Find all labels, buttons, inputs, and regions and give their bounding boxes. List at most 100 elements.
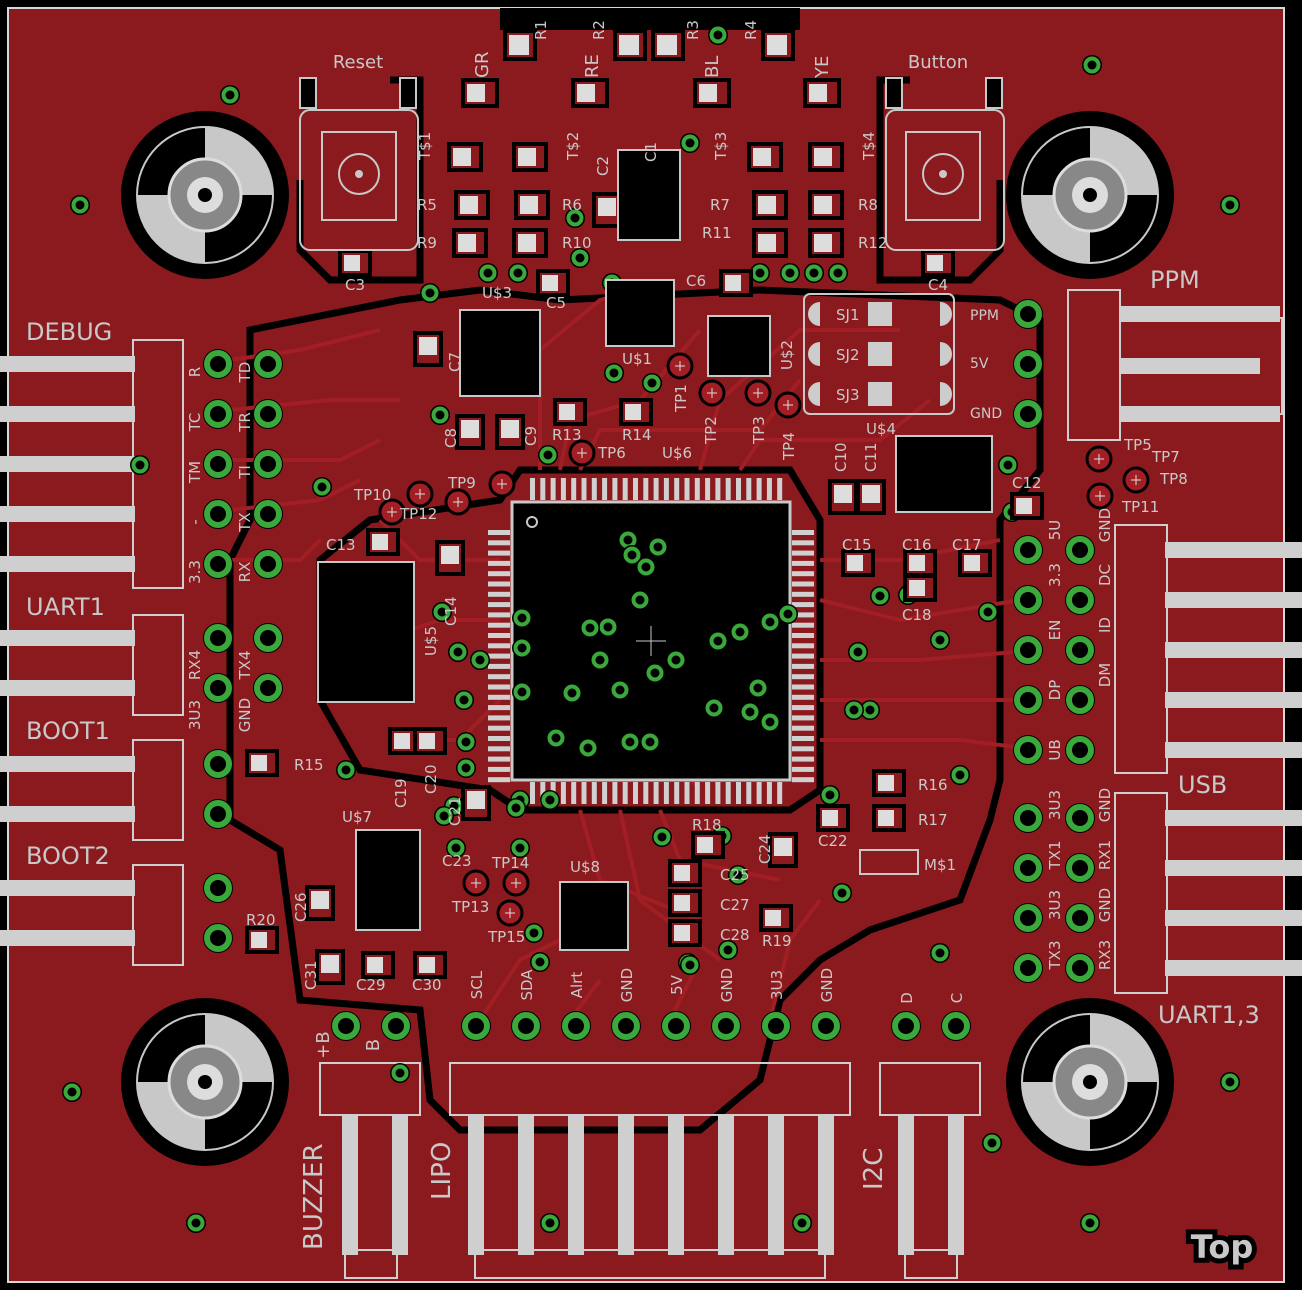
ref-u6: U$6: [662, 444, 692, 462]
smd-part: [512, 142, 548, 172]
usb-pin-label: ID: [1096, 617, 1114, 633]
via: [420, 283, 440, 303]
usb-label: USB: [1178, 771, 1227, 799]
ref-tp1: TP1: [672, 384, 690, 413]
ref-sj3: SJ3: [836, 386, 860, 404]
i2c-pin-label: D: [898, 992, 916, 1004]
ref-c18: C18: [902, 606, 932, 624]
smd-part: [413, 331, 443, 367]
smd-part: [315, 949, 345, 985]
via: [506, 798, 526, 818]
smd-part: [958, 549, 992, 577]
via: [832, 883, 852, 903]
smd-part: [816, 804, 850, 832]
mounting-hole: [121, 111, 289, 279]
via: [978, 602, 998, 622]
via: [708, 25, 728, 45]
th-pad: [941, 1011, 971, 1041]
th-pad: [1013, 953, 1043, 983]
top-notch: [500, 8, 800, 30]
test-point: [1122, 466, 1150, 494]
ic-outlines: [317, 149, 993, 951]
layer-badge: Top Top: [1186, 1223, 1258, 1271]
via: [610, 680, 630, 700]
smd-part: [447, 142, 483, 172]
smd-part: [452, 228, 488, 258]
via: [580, 618, 600, 638]
uart1-pin-label: RX4: [186, 650, 204, 680]
th-pad: [461, 1011, 491, 1041]
smd-part: [808, 228, 844, 258]
ref-c23: C23: [442, 852, 472, 870]
ref-r8: R8: [858, 196, 878, 214]
via: [578, 738, 598, 758]
via: [565, 208, 585, 228]
boot2-label: BOOT2: [26, 842, 110, 870]
ref-c31: C31: [302, 960, 320, 990]
th-pad: [1013, 535, 1043, 565]
via: [336, 760, 356, 780]
ref-r1: R1: [532, 20, 550, 40]
th-pad: [253, 499, 283, 529]
left-header-bodies: [132, 339, 184, 966]
usb-pin-label: DP: [1046, 680, 1064, 701]
via: [312, 477, 332, 497]
th-pad: [203, 549, 233, 579]
i2c-pin-label: C: [948, 993, 966, 1003]
th-pad: [203, 923, 233, 953]
ref-u5: U$5: [422, 626, 440, 656]
smd-part: [803, 78, 841, 108]
ref-c30: C30: [412, 976, 442, 994]
ref-tp8: TP8: [1159, 470, 1188, 488]
smd-part: [693, 78, 731, 108]
reset-switch[interactable]: [299, 77, 419, 251]
via: [220, 85, 240, 105]
via: [512, 682, 532, 702]
ref-c12: C12: [1012, 474, 1042, 492]
smd-part: [808, 142, 844, 172]
ref-r9: R9: [417, 234, 437, 252]
th-pad: [381, 1011, 411, 1041]
user-button-switch[interactable]: [885, 77, 1005, 251]
ref-c29: C29: [356, 976, 386, 994]
th-pad: [203, 673, 233, 703]
th-pad: [253, 673, 283, 703]
smd-part: [668, 889, 702, 917]
mounting-hole: [121, 998, 289, 1166]
smd-part: [435, 540, 465, 576]
via: [792, 1213, 812, 1233]
smd-components: [245, 29, 1044, 985]
smd-part: [413, 951, 447, 979]
via: [530, 952, 550, 972]
via: [1220, 195, 1240, 215]
layer-badge-outline: Top: [1191, 1228, 1253, 1266]
via: [645, 663, 665, 683]
smd-part: [503, 29, 537, 61]
via: [538, 445, 558, 465]
smd-part: [752, 190, 788, 220]
th-pad: [1065, 585, 1095, 615]
via: [434, 806, 454, 826]
via: [828, 263, 848, 283]
smd-part: [571, 78, 609, 108]
th-pad: [811, 1011, 841, 1041]
via: [512, 608, 532, 628]
ref-c1: C1: [642, 142, 660, 162]
ref-r2: R2: [590, 20, 608, 40]
via: [648, 537, 668, 557]
smd-part: [872, 804, 906, 832]
uart1-pin-label: GND: [236, 698, 254, 732]
usb-pin-label: DC: [1096, 564, 1114, 586]
via: [652, 827, 672, 847]
debug-pin-label: TD: [236, 362, 254, 384]
ref-c3: C3: [345, 276, 365, 294]
via: [540, 790, 560, 810]
i2c-label: I2C: [859, 1148, 889, 1190]
smd-part: [536, 269, 570, 297]
th-pad: [611, 1011, 641, 1041]
smd-part: [808, 190, 844, 220]
ref-c24: C24: [756, 834, 774, 864]
ref-t2: T$2: [564, 132, 582, 161]
ref-c20: C20: [422, 764, 440, 794]
